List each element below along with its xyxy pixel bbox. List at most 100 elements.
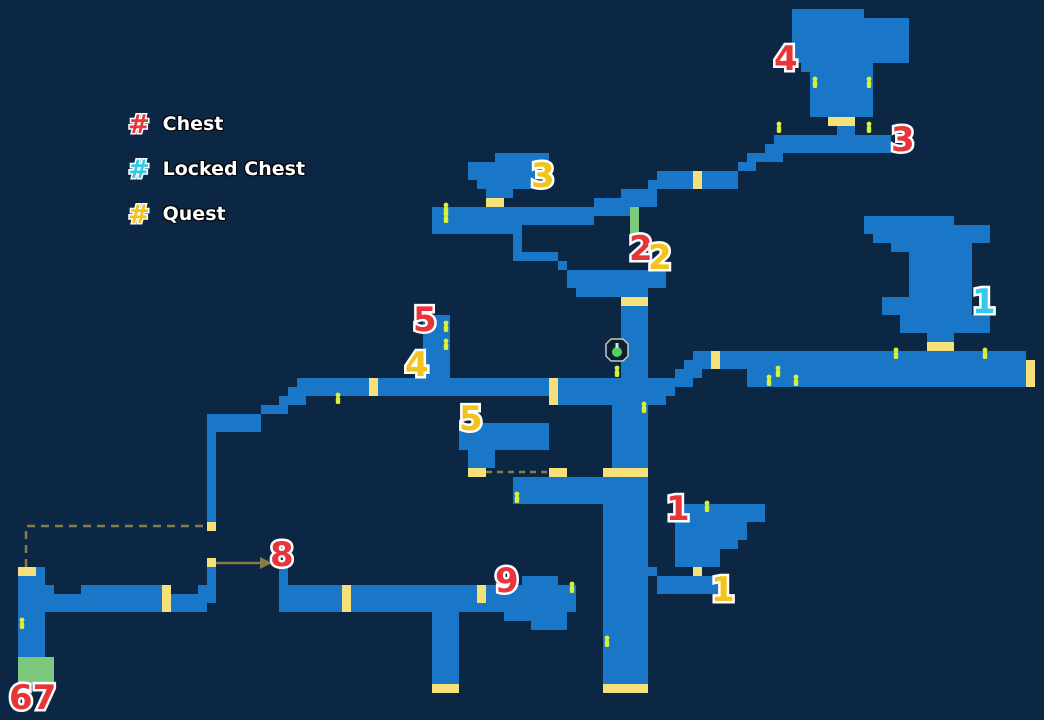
room-q3-a bbox=[468, 162, 549, 180]
room-center-top-2 bbox=[576, 288, 648, 297]
npc-figure-icon bbox=[866, 76, 872, 88]
room-q5-a bbox=[459, 423, 549, 450]
chest-marker-67[interactable]: 67 bbox=[6, 678, 58, 718]
corridor-q1-2 bbox=[657, 576, 720, 594]
door bbox=[693, 567, 702, 576]
npc-figure-icon bbox=[704, 500, 710, 512]
npc-figure-icon bbox=[604, 635, 610, 647]
door bbox=[486, 198, 504, 207]
room-locked-e bbox=[882, 297, 972, 315]
door bbox=[621, 297, 648, 306]
door bbox=[603, 468, 648, 477]
npc-figure-icon bbox=[514, 491, 520, 503]
quest-marker-5[interactable]: 5 bbox=[457, 399, 486, 439]
map-rooms bbox=[18, 9, 1026, 684]
quest-marker-3[interactable]: 3 bbox=[529, 156, 558, 196]
room-chest9-d bbox=[531, 621, 567, 630]
corridor-east-step2 bbox=[675, 369, 693, 387]
corridor-bottom-stem bbox=[279, 567, 288, 594]
door bbox=[162, 585, 171, 612]
corridor-west-upper bbox=[207, 414, 261, 432]
corridor-q1 bbox=[648, 567, 657, 576]
npc-figure-icon bbox=[812, 76, 818, 88]
door bbox=[18, 567, 36, 576]
locked-chest-marker-1[interactable]: 1 bbox=[970, 282, 999, 322]
room-locked-d bbox=[909, 252, 972, 297]
dashed-connector-west bbox=[24, 524, 207, 567]
chest-marker-2[interactable]: 2 bbox=[627, 229, 656, 269]
door bbox=[603, 684, 648, 693]
door bbox=[468, 468, 486, 477]
room-center-top bbox=[567, 270, 666, 288]
npc-figure-icon bbox=[335, 392, 341, 404]
door bbox=[207, 522, 216, 531]
room-chest1-a bbox=[675, 504, 765, 522]
corridor-west-vertical bbox=[207, 414, 216, 522]
door bbox=[693, 171, 702, 189]
quest-marker-1[interactable]: 1 bbox=[709, 570, 738, 610]
npc-figure-icon bbox=[443, 338, 449, 350]
corridor-east-lower bbox=[747, 369, 1026, 387]
door bbox=[927, 342, 954, 351]
arrow-head-icon bbox=[260, 557, 272, 569]
save-points bbox=[18, 207, 639, 684]
legend-locked-chest-label: Locked Chest bbox=[162, 158, 306, 180]
room-locked-f bbox=[900, 315, 990, 333]
connectors bbox=[24, 470, 549, 569]
chest-marker-8[interactable]: 8 bbox=[268, 535, 297, 575]
potion-icon bbox=[605, 338, 629, 362]
door bbox=[369, 378, 378, 396]
npc-figure-icon bbox=[766, 374, 772, 386]
npc-figure-icon bbox=[776, 121, 782, 133]
room-q3-c bbox=[477, 180, 531, 189]
corridor-sw-upper bbox=[81, 585, 171, 594]
npc-figure-icon bbox=[569, 581, 575, 593]
door bbox=[711, 351, 720, 369]
npc-figure-icon bbox=[443, 211, 449, 223]
corridor-tr-step2 bbox=[747, 153, 774, 162]
room-q5-b bbox=[468, 450, 495, 468]
corridor-mid-upper-2 bbox=[432, 216, 522, 234]
chest-marker-5[interactable]: 5 bbox=[411, 300, 440, 340]
npc-figure-icon bbox=[775, 365, 781, 377]
corridor-center-shaft-lower bbox=[603, 477, 648, 684]
door bbox=[1026, 360, 1035, 387]
legend-quest: # Quest bbox=[127, 199, 226, 232]
chest-marker-3[interactable]: 3 bbox=[889, 120, 918, 160]
door bbox=[477, 585, 486, 603]
corridor-drop-3 bbox=[558, 261, 567, 270]
door bbox=[828, 117, 855, 126]
room-chest9-a bbox=[522, 576, 558, 585]
room-locked-c bbox=[891, 243, 972, 252]
doors bbox=[18, 117, 1035, 693]
room-locked-b bbox=[873, 225, 990, 243]
room-q3-d bbox=[486, 189, 513, 198]
legend-chest: # Chest bbox=[127, 109, 224, 142]
room-chest9-b bbox=[486, 585, 576, 612]
quest-marker-4[interactable]: 4 bbox=[403, 345, 432, 385]
corridor-drop bbox=[513, 225, 522, 261]
npc-figure-icon bbox=[614, 365, 620, 377]
chest-marker-9[interactable]: 9 bbox=[493, 561, 522, 601]
chest-marker-1[interactable]: 1 bbox=[664, 489, 693, 529]
door bbox=[432, 684, 459, 693]
corridor-east bbox=[693, 351, 1026, 369]
corridor-main-step2 bbox=[279, 396, 297, 405]
legend-quest-label: Quest bbox=[162, 203, 226, 225]
corridor-main-right bbox=[549, 387, 666, 405]
legend-locked-chest: # Locked Chest bbox=[127, 154, 306, 187]
room-sw-vertical bbox=[18, 567, 45, 657]
room-chest1-d bbox=[675, 549, 720, 567]
chest-marker-4[interactable]: 4 bbox=[772, 39, 801, 79]
corridor-main-step3 bbox=[261, 405, 288, 414]
room-chest9-c bbox=[504, 612, 567, 621]
corridor-bottom-drop bbox=[432, 603, 459, 684]
corridor-locked-stem bbox=[927, 333, 954, 342]
corridor-drop-2 bbox=[513, 252, 558, 261]
locked-chest-symbol-icon: # bbox=[127, 154, 152, 187]
door bbox=[549, 378, 558, 405]
npc-figure-icon bbox=[982, 347, 988, 359]
door bbox=[207, 558, 216, 567]
quest-marker-2[interactable]: 2 bbox=[646, 238, 675, 278]
chest-symbol-icon: # bbox=[127, 109, 152, 142]
